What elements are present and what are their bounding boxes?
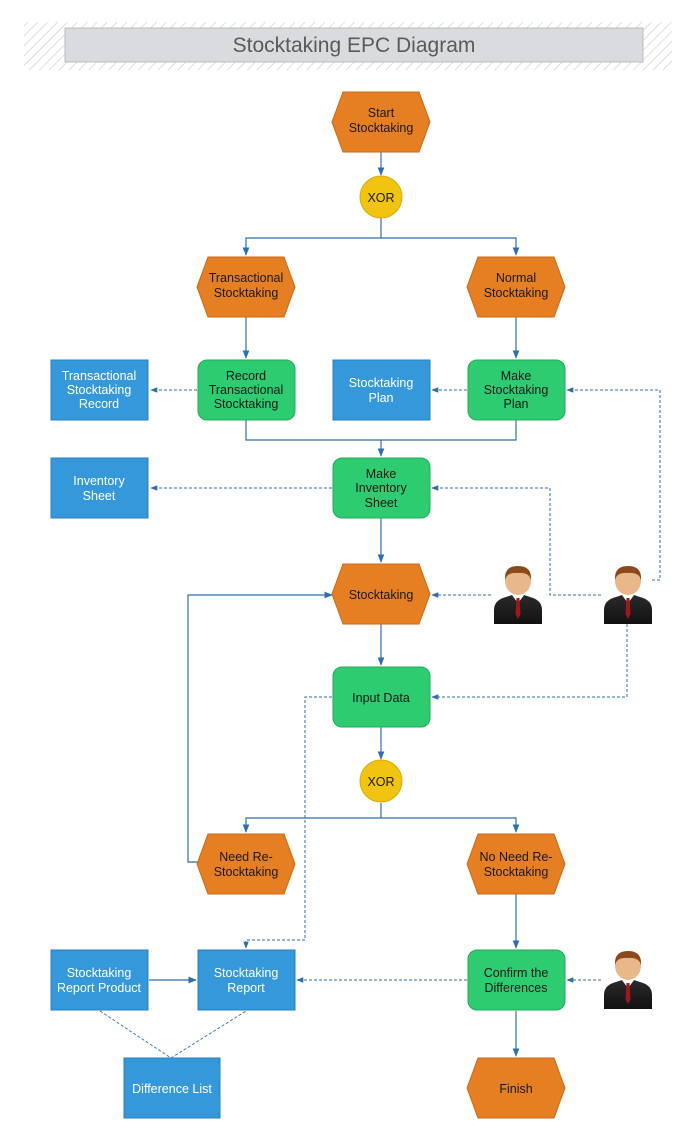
event-label: Normal: [496, 271, 536, 285]
function-label: Stocktaking: [484, 383, 549, 397]
document-label: Report Product: [57, 981, 142, 995]
connection-lines: [99, 152, 661, 1059]
event-label: Finish: [499, 1082, 532, 1096]
event-label: Transactional: [209, 271, 284, 285]
svg-text:Need Re-Stocktaking: Need Re-Stocktaking: [214, 850, 279, 879]
document-label: Stocktaking: [67, 383, 132, 397]
function-label: Transactional: [209, 383, 284, 397]
svg-text:Stocktaking: Stocktaking: [349, 588, 414, 602]
event-label: Stocktaking: [214, 865, 279, 879]
svg-text:Input Data: Input Data: [352, 691, 410, 705]
person-icon: [604, 566, 652, 624]
function-label: Inventory: [355, 481, 407, 495]
page-title: Stocktaking EPC Diagram: [233, 34, 476, 57]
svg-text:Finish: Finish: [499, 1082, 532, 1096]
event-label: Stocktaking: [484, 286, 549, 300]
xor-connector-top: XOR: [359, 175, 403, 219]
document-label: Transactional: [62, 369, 137, 383]
event-label: Stocktaking: [349, 588, 414, 602]
function-label: Sheet: [365, 496, 398, 510]
svg-text:Difference List: Difference List: [132, 1082, 212, 1096]
document-label: Inventory: [73, 474, 125, 488]
event-need-re-stocktaking: Need Re-Stocktaking: [196, 833, 296, 895]
function-input-data: Input Data: [332, 666, 431, 728]
document-label: Stocktaking: [349, 376, 414, 390]
svg-text:No Need Re-Stocktaking: No Need Re-Stocktaking: [480, 850, 553, 879]
document-label: Stocktaking: [214, 966, 279, 980]
document-label: Stocktaking: [67, 966, 132, 980]
function-label: Input Data: [352, 691, 410, 705]
function-label: Make: [366, 467, 397, 481]
document-label: Plan: [368, 391, 393, 405]
person-icon: [494, 566, 542, 624]
document-label: Sheet: [83, 489, 116, 503]
function-label: Differences: [485, 981, 548, 995]
document-difference-list: Difference List: [123, 1057, 221, 1119]
xor-label: XOR: [367, 775, 394, 789]
document-label: Difference List: [132, 1082, 212, 1096]
event-no-need-re-stocktaking: No Need Re-Stocktaking: [466, 833, 566, 895]
document-label: Report: [227, 981, 265, 995]
person-icon: [604, 951, 652, 1009]
function-label: Confirm the: [484, 966, 549, 980]
event-finish: Finish: [466, 1057, 566, 1119]
event-label: No Need Re-: [480, 850, 553, 864]
event-label: Stocktaking: [484, 865, 549, 879]
function-label: Record: [226, 369, 266, 383]
event-label: Stocktaking: [349, 121, 414, 135]
xor-label: XOR: [367, 191, 394, 205]
title-banner: Stocktaking EPC Diagram: [24, 22, 672, 70]
event-label: Stocktaking: [214, 286, 279, 300]
event-stocktaking: Stocktaking: [331, 563, 431, 625]
document-label: Record: [79, 397, 119, 411]
event-label: Need Re-: [219, 850, 273, 864]
function-label: Plan: [503, 397, 528, 411]
function-label: Stocktaking: [214, 397, 279, 411]
function-label: Make: [501, 369, 532, 383]
xor-connector-bottom: XOR: [359, 759, 403, 803]
event-label: Start: [368, 106, 395, 120]
